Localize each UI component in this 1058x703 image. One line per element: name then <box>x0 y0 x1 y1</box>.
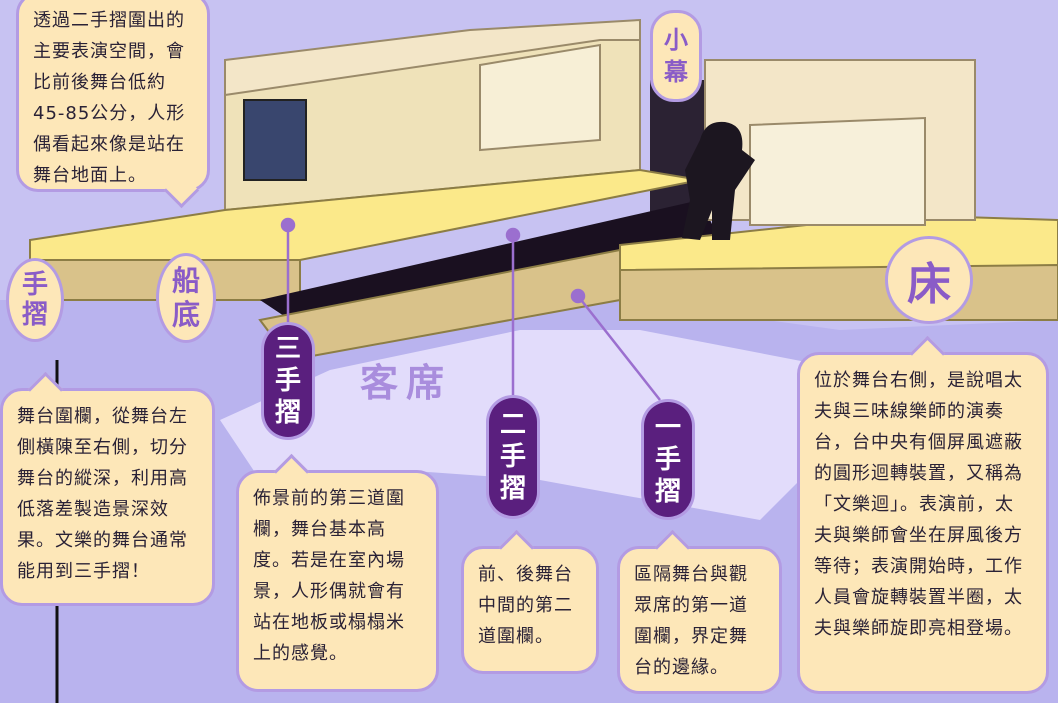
label-ni-tesuri-char-1: 二 <box>499 410 526 440</box>
label-tesuri-char-2: 摺 <box>21 300 48 330</box>
callout-yuka: 位於舞台右側，是說唱太夫與三味線樂師的演奏台，台中央有個屏風遮蔽的圓形迴轉裝置，… <box>797 335 1049 694</box>
label-ni-tesuri-char-3: 摺 <box>499 474 526 504</box>
callout-ichi-tesuri-text: 區隔舞台與觀眾席的第一道圍欄，界定舞台的邊緣。 <box>634 564 748 678</box>
label-tesuri-char-1: 手 <box>21 270 48 300</box>
yuka-rotating-screen <box>749 116 926 226</box>
callout-san-tesuri-text: 佈景前的第三道圍欄，舞台基本高度。若是在室內場景，人形偶就會有站在地板或榻榻米上… <box>253 488 405 664</box>
noren-curtain <box>243 99 307 181</box>
shoji-panel <box>479 43 601 152</box>
puppeteer-figure <box>682 121 755 240</box>
callout-funazoko: 透過二手摺圍出的主要表演空間，會比前後舞台低約45-85公分，人形偶看起來像是站… <box>16 0 210 209</box>
label-funazoko: 船 底 <box>156 253 216 343</box>
label-ni-tesuri: 二 手 摺 <box>489 398 537 516</box>
callout-ni-tesuri-text: 前、後舞台中間的第二道圍欄。 <box>478 564 573 647</box>
callout-ichi-tesuri: 區隔舞台與觀眾席的第一道圍欄，界定舞台的邊緣。 <box>617 529 782 694</box>
label-ichi-tesuri-char-1: 一 <box>654 412 681 443</box>
label-komaku-char-2: 幕 <box>664 58 688 86</box>
label-funazoko-char-1: 船 <box>171 264 200 297</box>
callout-san-tesuri: 佈景前的第三道圍欄，舞台基本高度。若是在室內場景，人形偶就會有站在地板或榻榻米上… <box>236 453 439 692</box>
label-ichi-tesuri: 一 手 摺 <box>644 402 692 517</box>
audience-light-area <box>220 330 900 520</box>
label-komaku-char-1: 小 <box>664 26 688 54</box>
callout-tesuri-text: 舞台圍欄，從舞台左側橫陳至右側，切分舞台的縱深，利用高低落差製造景深效果。文樂的… <box>17 406 188 582</box>
funazoko-pit <box>260 200 720 320</box>
label-yuka: 床 <box>885 236 973 324</box>
yuka-platform-front <box>619 263 1058 321</box>
label-san-tesuri-char-2: 手 <box>274 366 301 396</box>
label-funazoko-char-2: 底 <box>171 298 200 331</box>
label-tesuri: 手 摺 <box>6 258 64 342</box>
label-ni-tesuri-char-2: 手 <box>499 442 526 472</box>
label-audience: 客席 <box>360 361 453 405</box>
label-ichi-tesuri-char-2: 手 <box>654 444 681 475</box>
callout-tesuri: 舞台圍欄，從舞台左側橫陳至右側，切分舞台的縱深，利用高低落差製造景深效果。文樂的… <box>0 371 215 606</box>
callout-ni-tesuri: 前、後舞台中間的第二道圍欄。 <box>461 529 599 674</box>
callout-funazoko-text: 透過二手摺圍出的主要表演空間，會比前後舞台低約45-85公分，人形偶看起來像是站… <box>33 10 186 186</box>
label-san-tesuri-char-3: 摺 <box>274 398 301 428</box>
label-san-tesuri: 三 手 摺 <box>264 325 312 437</box>
label-komaku: 小 幕 <box>650 10 702 102</box>
leader-lines <box>280 217 661 401</box>
label-ichi-tesuri-char-3: 摺 <box>654 476 681 507</box>
label-san-tesuri-char-1: 三 <box>274 334 301 364</box>
callout-yuka-text: 位於舞台右側，是說唱太夫與三味線樂師的演奏台，台中央有個屏風遮蔽的圓形迴轉裝置，… <box>814 370 1023 639</box>
label-yuka-char: 床 <box>907 259 951 310</box>
